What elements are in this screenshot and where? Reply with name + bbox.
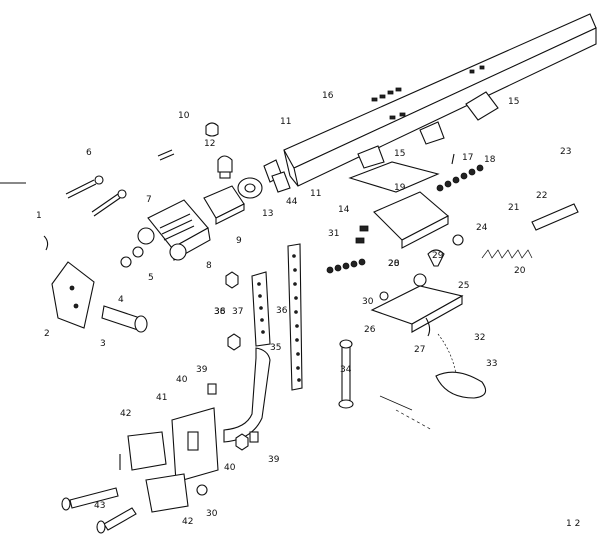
label-20-right: 20 bbox=[514, 266, 526, 276]
nuts-37-38 bbox=[225, 271, 241, 351]
part-labels: 1 2 3 4 5 6 7 8 9 10 11 11 12 13 14 15 1… bbox=[36, 91, 580, 529]
plates-42 bbox=[127, 407, 219, 513]
label-8: 8 bbox=[206, 261, 212, 271]
label-11-rail: 11 bbox=[280, 117, 291, 127]
label-40-lower: 40 bbox=[224, 463, 236, 473]
label-5: 5 bbox=[148, 273, 154, 283]
label-42-lower: 42 bbox=[182, 517, 193, 527]
label-2: 2 bbox=[44, 329, 50, 339]
label-16: 16 bbox=[322, 91, 334, 101]
label-17: 17 bbox=[462, 153, 473, 163]
rod-spring-assembly bbox=[413, 203, 579, 287]
label-36-left: 36 bbox=[214, 307, 226, 317]
label-14: 14 bbox=[338, 205, 350, 215]
label-24: 24 bbox=[476, 223, 488, 233]
label-32: 32 bbox=[474, 333, 485, 343]
label-34: 34 bbox=[340, 365, 352, 375]
plates-15-19 bbox=[348, 161, 449, 249]
label-31: 31 bbox=[328, 229, 339, 239]
label-13: 13 bbox=[262, 209, 273, 219]
label-40-upper: 40 bbox=[176, 375, 188, 385]
label-42-upper: 42 bbox=[120, 409, 131, 419]
label-4: 4 bbox=[118, 295, 124, 305]
screws-6 bbox=[65, 175, 127, 217]
small-fasteners-top bbox=[157, 122, 233, 179]
label-30-lower: 30 bbox=[206, 509, 218, 519]
label-18: 18 bbox=[484, 155, 496, 165]
label-33: 33 bbox=[486, 359, 497, 369]
label-9: 9 bbox=[236, 236, 242, 246]
label-28: 28 bbox=[388, 259, 400, 269]
label-38: 38 bbox=[214, 307, 226, 317]
small-pieces-39-40 bbox=[196, 383, 259, 496]
label-3: 3 bbox=[100, 339, 106, 349]
label-35: 35 bbox=[270, 343, 281, 353]
label-1: 1 bbox=[36, 211, 42, 221]
label-6: 6 bbox=[86, 148, 92, 158]
label-41: 41 bbox=[156, 393, 167, 403]
bolts-43 bbox=[61, 454, 137, 534]
label-30-upper: 30 bbox=[362, 297, 374, 307]
release-handle bbox=[425, 317, 487, 399]
rail-assembly bbox=[283, 13, 597, 187]
corner-mark: 1 2 bbox=[566, 519, 580, 529]
chain-17-18 bbox=[436, 153, 484, 192]
label-27: 27 bbox=[414, 345, 425, 355]
trolley-assembly bbox=[137, 185, 245, 261]
label-19: 19 bbox=[394, 183, 406, 193]
label-44: 44 bbox=[286, 197, 298, 207]
label-43: 43 bbox=[94, 501, 105, 511]
label-23: 23 bbox=[560, 147, 571, 157]
label-29: 29 bbox=[432, 251, 444, 261]
label-39-lower: 39 bbox=[268, 455, 280, 465]
label-12: 12 bbox=[204, 139, 215, 149]
bracket-parts-left bbox=[43, 235, 148, 333]
label-20-center: 20 bbox=[388, 259, 400, 269]
carriage-26 bbox=[370, 285, 464, 333]
label-15-top: 15 bbox=[508, 97, 519, 107]
label-22: 22 bbox=[536, 191, 547, 201]
chain-31 bbox=[326, 225, 369, 274]
label-10: 10 bbox=[178, 111, 190, 121]
label-37: 37 bbox=[232, 307, 243, 317]
label-36-right: 36 bbox=[276, 306, 288, 316]
label-15-mid: 15 bbox=[394, 149, 405, 159]
angle-strap-36 bbox=[223, 243, 303, 443]
bolt-34 bbox=[338, 339, 354, 409]
label-39-upper: 39 bbox=[196, 365, 208, 375]
roller-13 bbox=[237, 177, 263, 199]
label-21: 21 bbox=[508, 203, 519, 213]
label-7: 7 bbox=[146, 195, 152, 205]
label-26: 26 bbox=[364, 325, 376, 335]
label-11-lower: 11 bbox=[310, 189, 321, 199]
label-25: 25 bbox=[458, 281, 469, 291]
